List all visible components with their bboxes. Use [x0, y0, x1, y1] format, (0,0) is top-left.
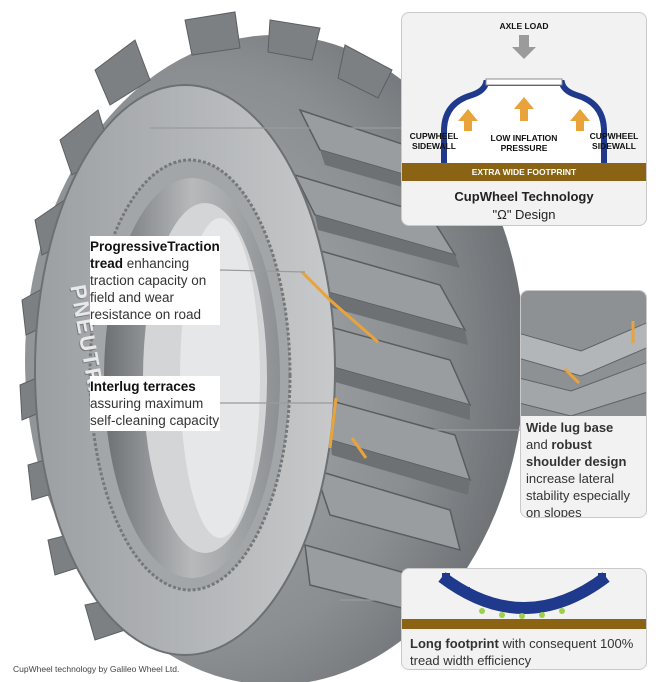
footprint-text: Long footprint with consequent 100% trea… [410, 635, 642, 669]
interlug-text: assuring maximum self-cleaning capacity [90, 396, 220, 428]
wide-lug-text: Wide lug base and robust shoulder design… [526, 419, 644, 518]
footprint-bar [402, 163, 646, 181]
wide-lug-detail-image [521, 291, 646, 416]
footprint-panel: Long footprint with consequent 100% trea… [401, 568, 647, 670]
progressive-traction-text: enhancing traction capacity on field and… [90, 256, 207, 322]
wide-lug-and: and [526, 437, 548, 452]
footprint-bar-label: EXTRA WIDE FOOTPRINT [471, 167, 577, 177]
footprint-description: with consequent 100% tread width efficie… [410, 636, 634, 668]
ground-strip [402, 619, 646, 629]
interlug-accent [300, 270, 379, 459]
footprint-title: Long footprint [410, 636, 499, 651]
axle-arrow-icon [512, 35, 536, 59]
interlug-callout: Interlug terraces assuring maximum self-… [90, 376, 220, 431]
wide-lug-panel: Wide lug base and robust shoulder design… [520, 290, 647, 518]
cupwheel-diagram [402, 35, 646, 181]
pressure-arrow-icon [458, 109, 478, 131]
shoulder-design-title: robust shoulder design [526, 437, 627, 469]
wide-lug-description: increase lateral stability especially on… [526, 471, 631, 518]
pressure-arrow-icon [570, 109, 590, 131]
pressure-arrow-icon [514, 97, 534, 121]
progressive-traction-title: ProgressiveTraction tread [90, 239, 220, 271]
low-inflation-label: LOW INFLATION PRESSURE [490, 133, 558, 153]
cupwheel-title: CupWheel Technology [454, 189, 594, 204]
sidewall-left-label: CUPWHEEL SIDEWALL [409, 131, 459, 151]
sidewall-right-label: CUPWHEEL SIDEWALL [589, 131, 639, 151]
footprint-diagram [402, 572, 646, 629]
leader-lines [150, 127, 522, 601]
cupwheel-panel: AXLE LOAD CUPWHEEL SIDEWALL CUPWHEEL SID… [401, 12, 647, 226]
interlug-title: Interlug terraces [90, 379, 196, 394]
wide-lug-title: Wide lug base [526, 420, 614, 435]
axle-load-label: AXLE LOAD [499, 21, 549, 31]
footnote: CupWheel technology by Galileo Wheel Ltd… [13, 664, 180, 674]
cupwheel-subtitle: "Ω" Design [492, 207, 556, 222]
progressive-traction-callout: ProgressiveTraction tread enhancing trac… [90, 236, 220, 325]
